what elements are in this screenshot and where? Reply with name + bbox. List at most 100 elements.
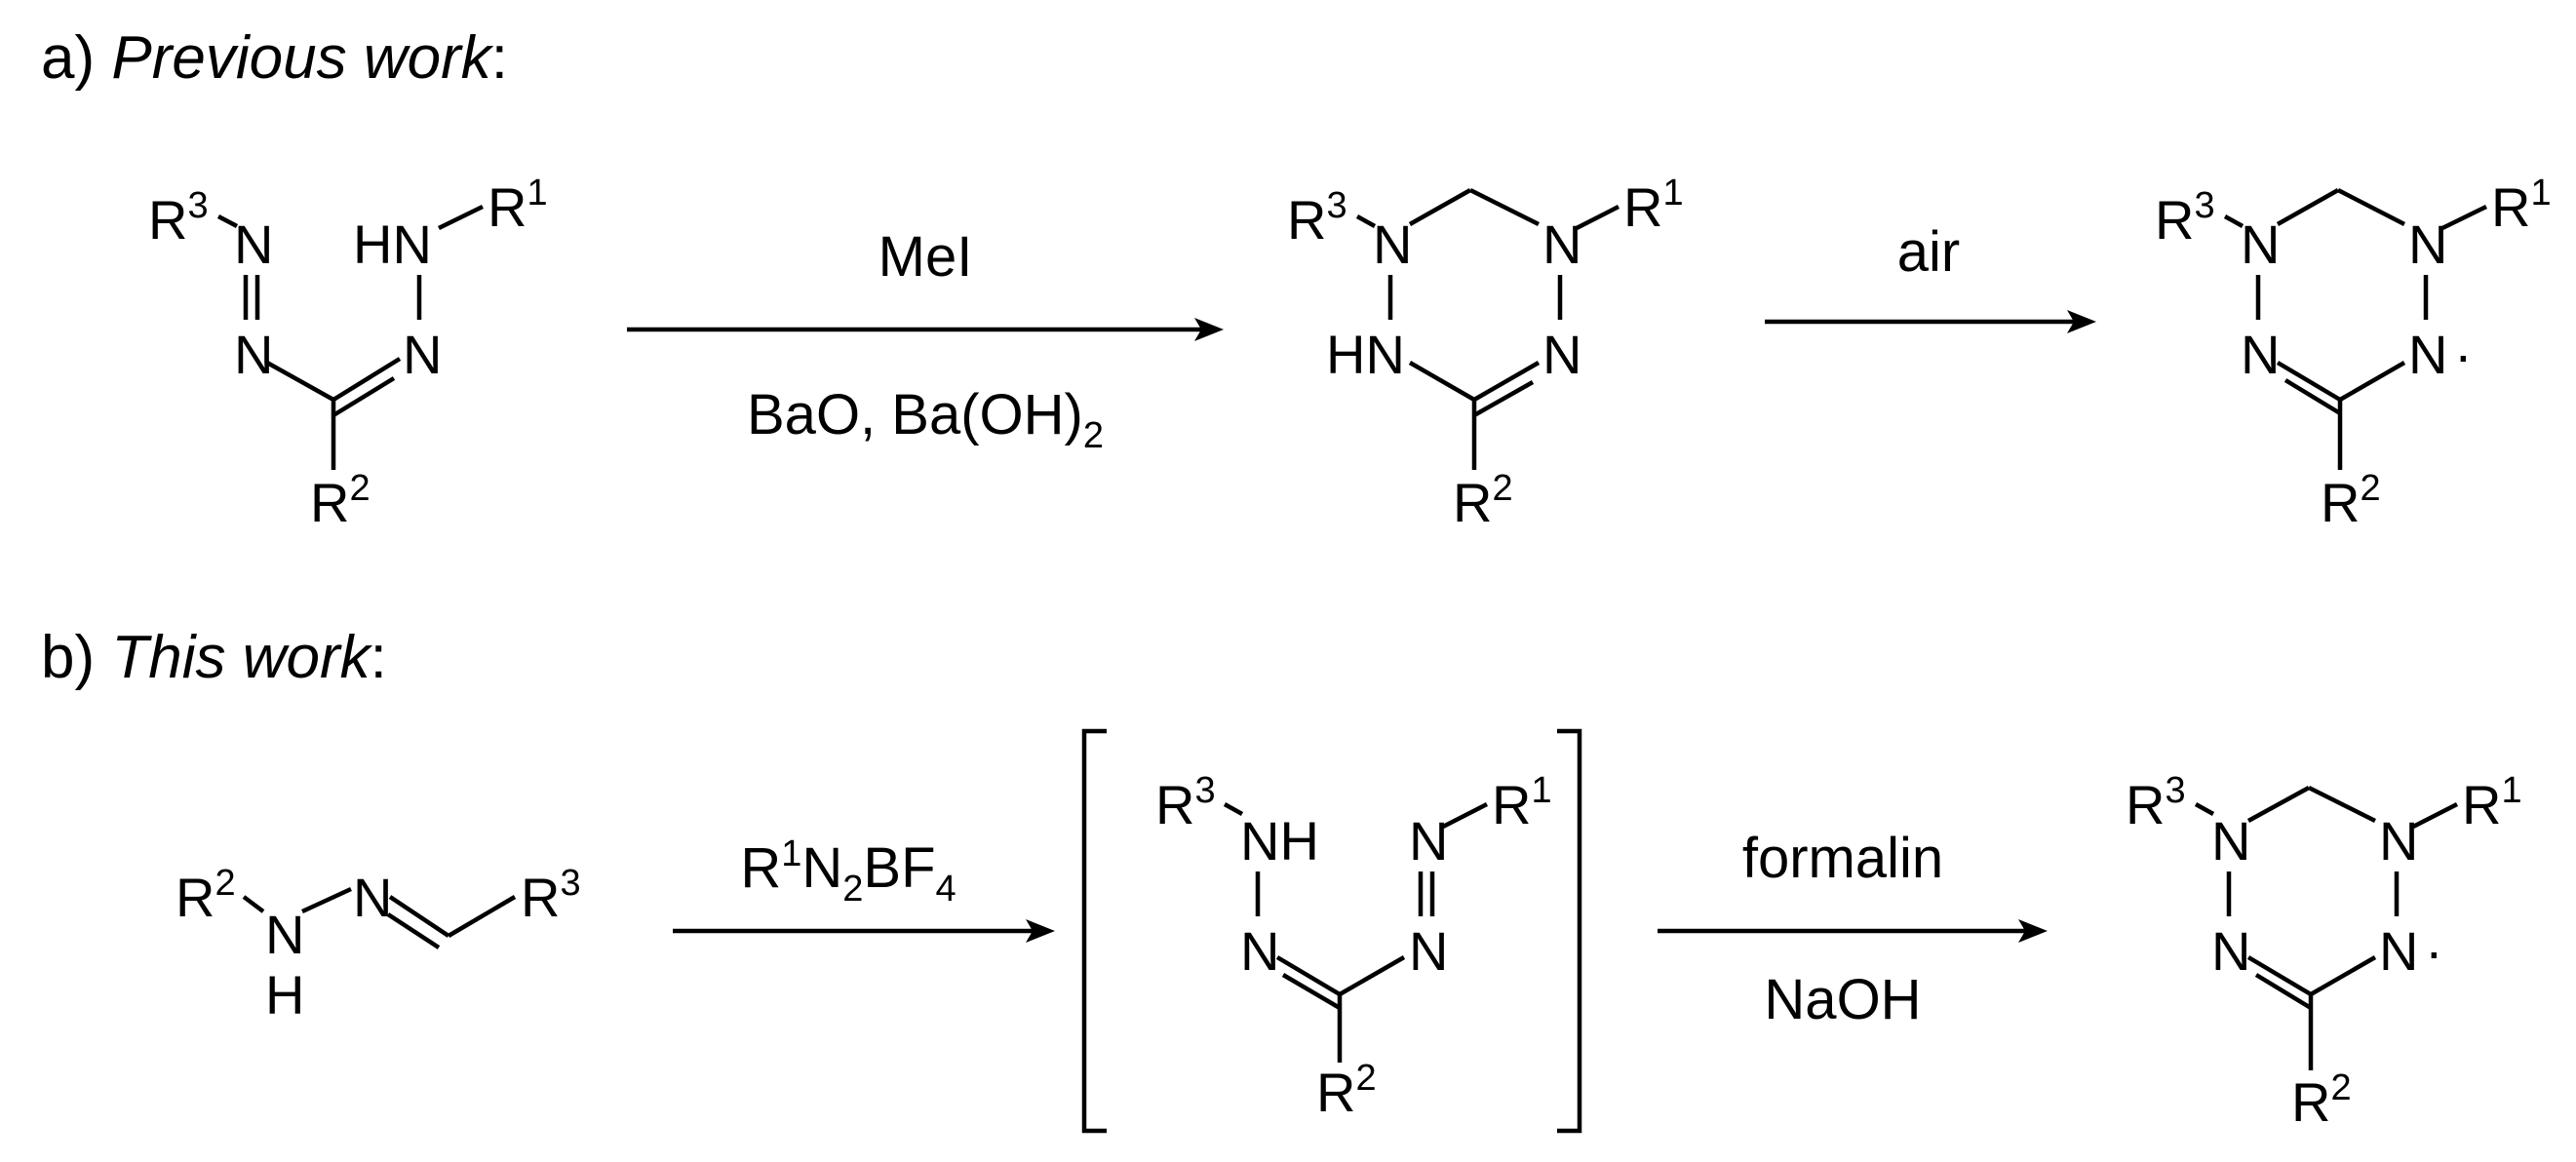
r3-atom: R	[2155, 189, 2194, 251]
section-b-title: This work	[111, 624, 372, 691]
n-atom: N	[2241, 213, 2280, 275]
reagent-mei: MeI	[878, 225, 973, 289]
svg-text:N: N	[2241, 213, 2280, 275]
formazan-structure-a: R3 N HN R1 N N R2	[148, 173, 548, 533]
section-b-header: b) This work:	[41, 624, 387, 691]
r1-atom: R	[488, 176, 527, 238]
n-atom: N	[2241, 324, 2280, 385]
n-atom: N	[1409, 810, 1448, 872]
svg-text:R2: R2	[1316, 1058, 1377, 1123]
r3-sup: 3	[2165, 770, 2185, 811]
hn-atom: HN	[353, 213, 432, 275]
svg-text:N: N	[353, 867, 392, 928]
r2-sup: 2	[215, 863, 235, 904]
svg-text:H: H	[265, 964, 304, 1026]
svg-text:N: N	[2408, 213, 2447, 275]
n-atom: N	[1240, 920, 1279, 982]
section-b-label: b)	[41, 624, 95, 691]
nh-atom: NH	[1240, 810, 1319, 872]
svg-text:HN: HN	[1326, 324, 1405, 385]
svg-text:R3: R3	[1155, 770, 1216, 835]
reaction-arrow-a1: MeI BaO, Ba(OH)2	[627, 225, 1224, 456]
svg-text:N: N	[1542, 324, 1581, 385]
hydrazone-structure: R2 N H N R3	[176, 863, 581, 1026]
svg-text:b) This work:: b) This work:	[41, 624, 387, 691]
svg-text:N: N	[1373, 213, 1412, 275]
r3-atom: R	[1155, 774, 1194, 835]
formazan-intermediate: R3 NH N R1 N N R2	[1155, 770, 1552, 1123]
svg-text:R1: R1	[2491, 173, 2552, 238]
r1-atom: R	[1492, 774, 1531, 835]
r3-sup: 3	[560, 863, 580, 904]
r1-atom: R	[2462, 774, 2501, 835]
section-b-colon: :	[371, 624, 387, 691]
n-atom: N	[2211, 920, 2250, 982]
svg-text:HN: HN	[353, 213, 432, 275]
n-atom: N	[2408, 324, 2447, 385]
reagent-naoh: NaOH	[1764, 968, 1921, 1031]
svg-text:R1: R1	[2462, 770, 2522, 835]
svg-text:N: N	[403, 324, 442, 385]
r1-sup: 1	[527, 173, 547, 213]
reagent-bf: BF	[863, 836, 935, 900]
n-atom: N	[403, 324, 442, 385]
reaction-arrow-a2: air	[1765, 220, 2096, 333]
svg-text:R3: R3	[2155, 185, 2215, 251]
verdazyl-radical-structure-a: R3 N N R1 N N · R 2	[2155, 173, 2552, 533]
n-atom: N	[1373, 213, 1412, 275]
svg-text:NH: NH	[1240, 810, 1319, 872]
reagent-bf-sub: 4	[936, 869, 956, 910]
reagent-formalin: formalin	[1742, 827, 1943, 890]
n-atom: N	[265, 904, 304, 965]
reagent-r-sup: 1	[781, 833, 801, 874]
r2-atom: R	[1316, 1062, 1355, 1123]
h-atom: H	[265, 964, 304, 1026]
r2-atom: R	[310, 472, 349, 533]
reagent-r: R	[740, 836, 781, 900]
reagent-n-sub: 2	[842, 869, 863, 910]
svg-text:R3: R3	[521, 863, 581, 928]
section-a-header: a) Previous work:	[41, 24, 508, 92]
r2-sup: 2	[2330, 1067, 2351, 1108]
svg-text:R1N2BF4: R1N2BF4	[740, 833, 956, 910]
n-atom: N	[1542, 324, 1581, 385]
svg-text:R2: R2	[2291, 1067, 2352, 1133]
svg-text:R1: R1	[1492, 770, 1552, 835]
n-atom: N	[2408, 213, 2447, 275]
svg-text:N: N	[1409, 920, 1448, 982]
svg-text:N: N	[2241, 324, 2280, 385]
r3-sup: 3	[187, 185, 208, 226]
section-a-colon: :	[491, 24, 508, 92]
reagent-air: air	[1897, 220, 1960, 284]
radical-dot: ·	[2454, 324, 2473, 385]
svg-text:N: N	[1409, 810, 1448, 872]
svg-text:R3: R3	[1287, 185, 1347, 251]
r3-sup: 3	[1326, 185, 1347, 226]
r3-atom: R	[148, 189, 187, 251]
svg-text:R2: R2	[310, 468, 371, 533]
r2-sup: 2	[2360, 468, 2380, 509]
svg-text:N: N	[1542, 213, 1581, 275]
hn-atom: HN	[1326, 324, 1405, 385]
svg-text:BaO, Ba(OH)2: BaO, Ba(OH)2	[747, 383, 1104, 456]
n-atom: N	[2379, 920, 2418, 982]
r1-sup: 1	[1662, 173, 1683, 213]
section-a-title: Previous work	[111, 24, 493, 92]
svg-text:·: ·	[2425, 920, 2443, 982]
svg-text:R2: R2	[176, 863, 236, 928]
svg-text:R3: R3	[148, 185, 209, 251]
r2-sup: 2	[349, 468, 370, 509]
reagent-bao: BaO, Ba(OH)	[747, 383, 1083, 446]
r3-sup: 3	[1194, 770, 1215, 811]
r2-atom: R	[1453, 472, 1492, 533]
r2-sup: 2	[1355, 1058, 1376, 1099]
r2-atom: R	[2291, 1071, 2330, 1133]
r3-atom: R	[1287, 189, 1326, 251]
r3-atom: R	[521, 867, 560, 928]
svg-text:N: N	[2211, 810, 2250, 872]
r1-atom: R	[1623, 176, 1662, 238]
svg-text:R3: R3	[2126, 770, 2186, 835]
svg-text:R1: R1	[1623, 173, 1684, 238]
radical-dot: ·	[2425, 920, 2443, 982]
